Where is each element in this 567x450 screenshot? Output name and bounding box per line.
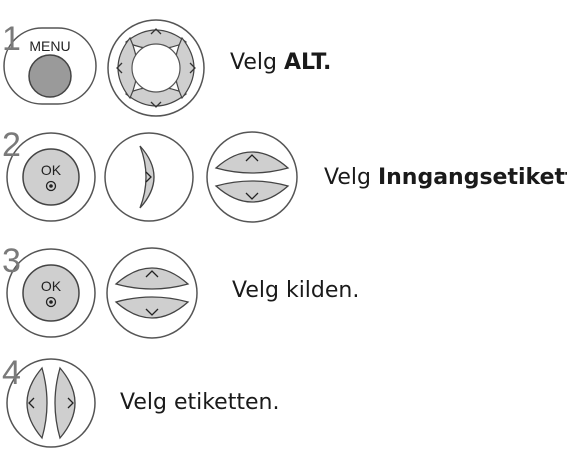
step-4-instruction: Velg etiketten.: [120, 390, 279, 415]
instruction-text: Velg etiketten.: [120, 390, 280, 415]
instruction-suffix: .: [323, 50, 332, 75]
step-4: 4 Velg etiketten.: [0, 350, 567, 448]
instruction-prefix: Velg: [230, 50, 284, 75]
ok-button[interactable]: OK: [4, 246, 98, 340]
chevron-up-icon: [245, 154, 259, 162]
step-number: 2: [2, 126, 21, 164]
right-arrow-button: [54, 366, 76, 440]
chevron-down-icon: [145, 308, 159, 316]
ok-dot-icon: [45, 296, 57, 308]
step-3-instruction: Velg kilden.: [232, 278, 359, 303]
chevron-right-icon: [145, 171, 152, 183]
step-3: 3 OK Velg kilden.: [0, 236, 567, 346]
instruction-bold: ALT: [283, 50, 324, 75]
navigation-pad[interactable]: [104, 16, 208, 120]
step-number: 1: [2, 20, 21, 58]
chevron-right-icon: [67, 397, 74, 409]
left-right-button[interactable]: [4, 356, 98, 450]
up-arrow-button: [114, 267, 190, 290]
menu-button[interactable]: MENU: [0, 24, 110, 108]
instruction-text: Velg kilden.: [232, 278, 360, 303]
down-arrow-button: [114, 296, 190, 319]
step-1-instruction: Velg ALT.: [230, 50, 331, 75]
instruction-prefix: Velg: [324, 165, 378, 190]
ok-dot-icon: [45, 180, 57, 192]
chevron-icons: [116, 28, 196, 108]
step-2: 2 OK Velg Inngangsetikett.: [0, 120, 567, 230]
step-1: 1 MENU Velg ALT.: [0, 0, 567, 117]
step-number: 4: [2, 354, 21, 392]
down-arrow-button: [214, 180, 290, 203]
chevron-up-icon: [145, 270, 159, 278]
step-number: 3: [2, 242, 21, 280]
ok-button-label: OK: [41, 278, 62, 294]
up-arrow-button: [214, 151, 290, 174]
left-arrow-button: [26, 366, 48, 440]
up-down-button[interactable]: [102, 246, 202, 340]
menu-button-label: MENU: [29, 38, 70, 54]
chevron-left-icon: [28, 397, 35, 409]
right-arrow-button[interactable]: [102, 130, 196, 224]
up-down-button[interactable]: [202, 130, 302, 224]
ok-button-label: OK: [41, 162, 62, 178]
step-2-instruction: Velg Inngangsetikett.: [324, 165, 567, 190]
chevron-down-icon: [245, 192, 259, 200]
ok-button[interactable]: OK: [4, 130, 98, 224]
instruction-bold: Inngangsetikett: [377, 165, 567, 190]
